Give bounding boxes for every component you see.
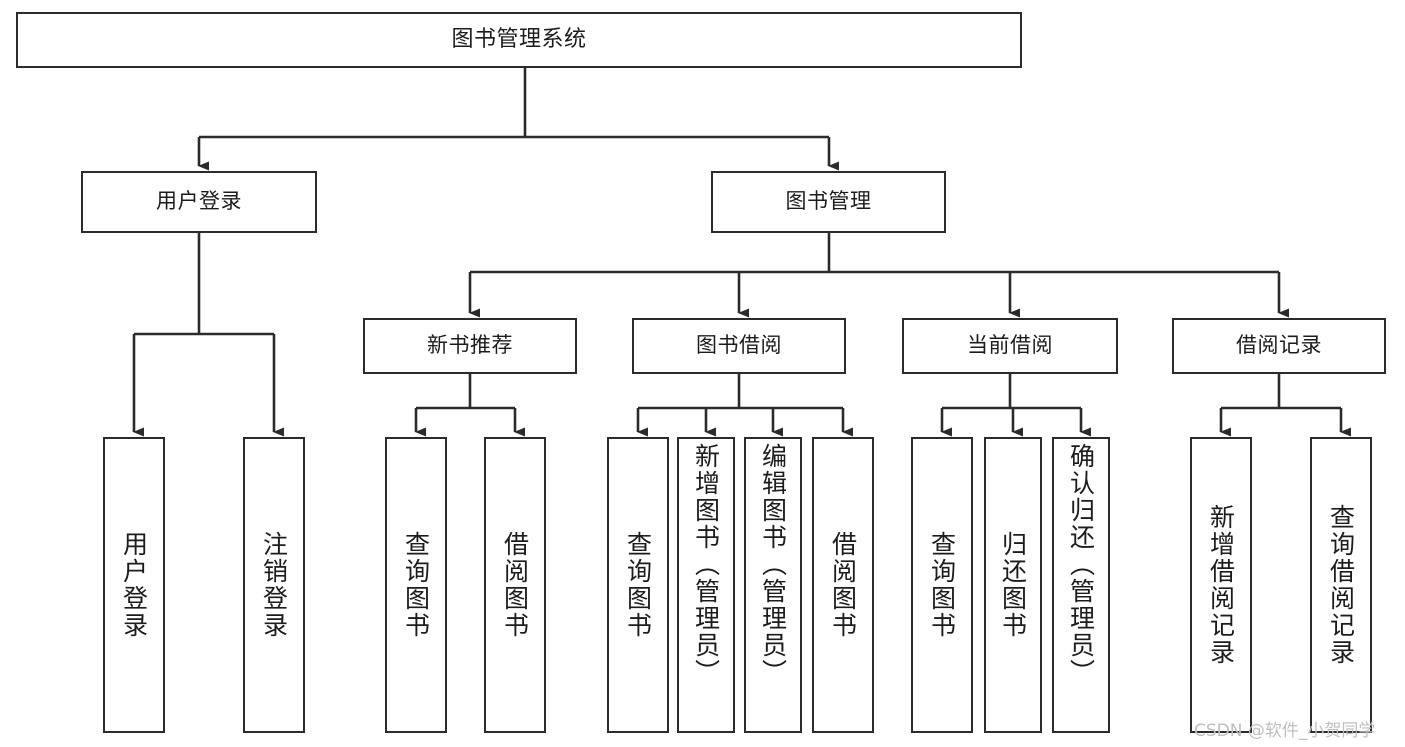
node-user-login-label: 用户登录 <box>156 189 242 214</box>
node-borrow-records-label: 借阅记录 <box>1236 333 1322 358</box>
leaf-search-books-recommend-label: 查询图书 <box>401 531 431 639</box>
leaf-return-books-label: 归还图书 <box>998 531 1028 639</box>
leaf-add-book-admin[interactable]: 新增图书（管理员） <box>677 437 735 733</box>
leaf-borrow-books-recommend[interactable]: 借阅图书 <box>484 437 546 733</box>
node-user-login[interactable]: 用户登录 <box>81 171 317 233</box>
node-book-borrow[interactable]: 图书借阅 <box>632 318 846 374</box>
leaf-search-books-recommend[interactable]: 查询图书 <box>385 437 447 733</box>
node-current-borrow[interactable]: 当前借阅 <box>902 318 1118 374</box>
leaf-search-books-borrow-label: 查询图书 <box>623 531 653 639</box>
leaf-return-books[interactable]: 归还图书 <box>984 437 1042 733</box>
node-book-management-label: 图书管理 <box>785 189 872 214</box>
leaf-user-login-label: 用户登录 <box>119 531 149 639</box>
leaf-edit-book-admin-label: 编辑图书（管理员） <box>758 443 788 686</box>
leaf-confirm-return-admin[interactable]: 确认归还（管理员） <box>1052 437 1110 733</box>
node-new-book-recommend-label: 新书推荐 <box>427 333 513 358</box>
leaf-borrow-books[interactable]: 借阅图书 <box>812 437 874 733</box>
leaf-logout[interactable]: 注销登录 <box>243 437 305 733</box>
leaf-borrow-books-label: 借阅图书 <box>828 531 858 639</box>
node-root[interactable]: 图书管理系统 <box>16 12 1022 68</box>
leaf-borrow-books-recommend-label: 借阅图书 <box>500 531 530 639</box>
leaf-search-books-borrow[interactable]: 查询图书 <box>607 437 669 733</box>
leaf-search-books-current-label: 查询图书 <box>927 531 957 639</box>
leaf-search-books-current[interactable]: 查询图书 <box>911 437 973 733</box>
leaf-user-login[interactable]: 用户登录 <box>103 437 165 733</box>
node-book-borrow-label: 图书借阅 <box>696 333 782 358</box>
node-borrow-records[interactable]: 借阅记录 <box>1172 318 1386 374</box>
leaf-add-borrow-record[interactable]: 新增借阅记录 <box>1190 437 1252 733</box>
node-book-management[interactable]: 图书管理 <box>711 171 946 233</box>
node-root-label: 图书管理系统 <box>451 26 587 52</box>
leaf-search-borrow-record-label: 查询借阅记录 <box>1326 504 1356 666</box>
leaf-logout-label: 注销登录 <box>259 531 289 639</box>
watermark: CSDN @软件_小贺同学 <box>1194 721 1376 741</box>
node-new-book-recommend[interactable]: 新书推荐 <box>363 318 577 374</box>
leaf-confirm-return-admin-label: 确认归还（管理员） <box>1066 443 1096 686</box>
leaf-add-book-admin-label: 新增图书（管理员） <box>691 443 721 686</box>
node-current-borrow-label: 当前借阅 <box>967 333 1053 358</box>
leaf-add-borrow-record-label: 新增借阅记录 <box>1206 504 1236 666</box>
leaf-edit-book-admin[interactable]: 编辑图书（管理员） <box>744 437 802 733</box>
leaf-search-borrow-record[interactable]: 查询借阅记录 <box>1310 437 1372 733</box>
